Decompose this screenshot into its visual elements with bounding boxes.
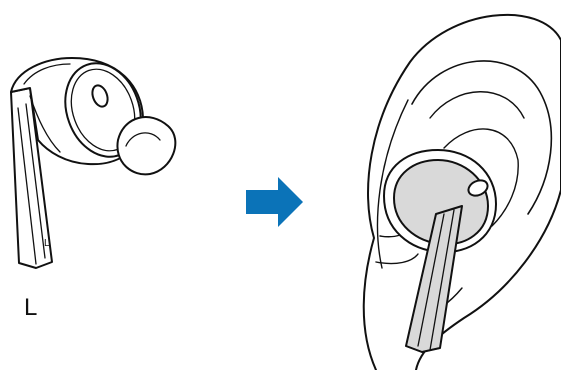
earbud-side-label: L xyxy=(24,294,38,321)
left-earbud-drawing xyxy=(10,57,177,269)
earbud-l-marking: L xyxy=(44,238,50,249)
inserted-earbud-drawing xyxy=(383,149,497,353)
direction-arrow-icon xyxy=(246,177,303,227)
